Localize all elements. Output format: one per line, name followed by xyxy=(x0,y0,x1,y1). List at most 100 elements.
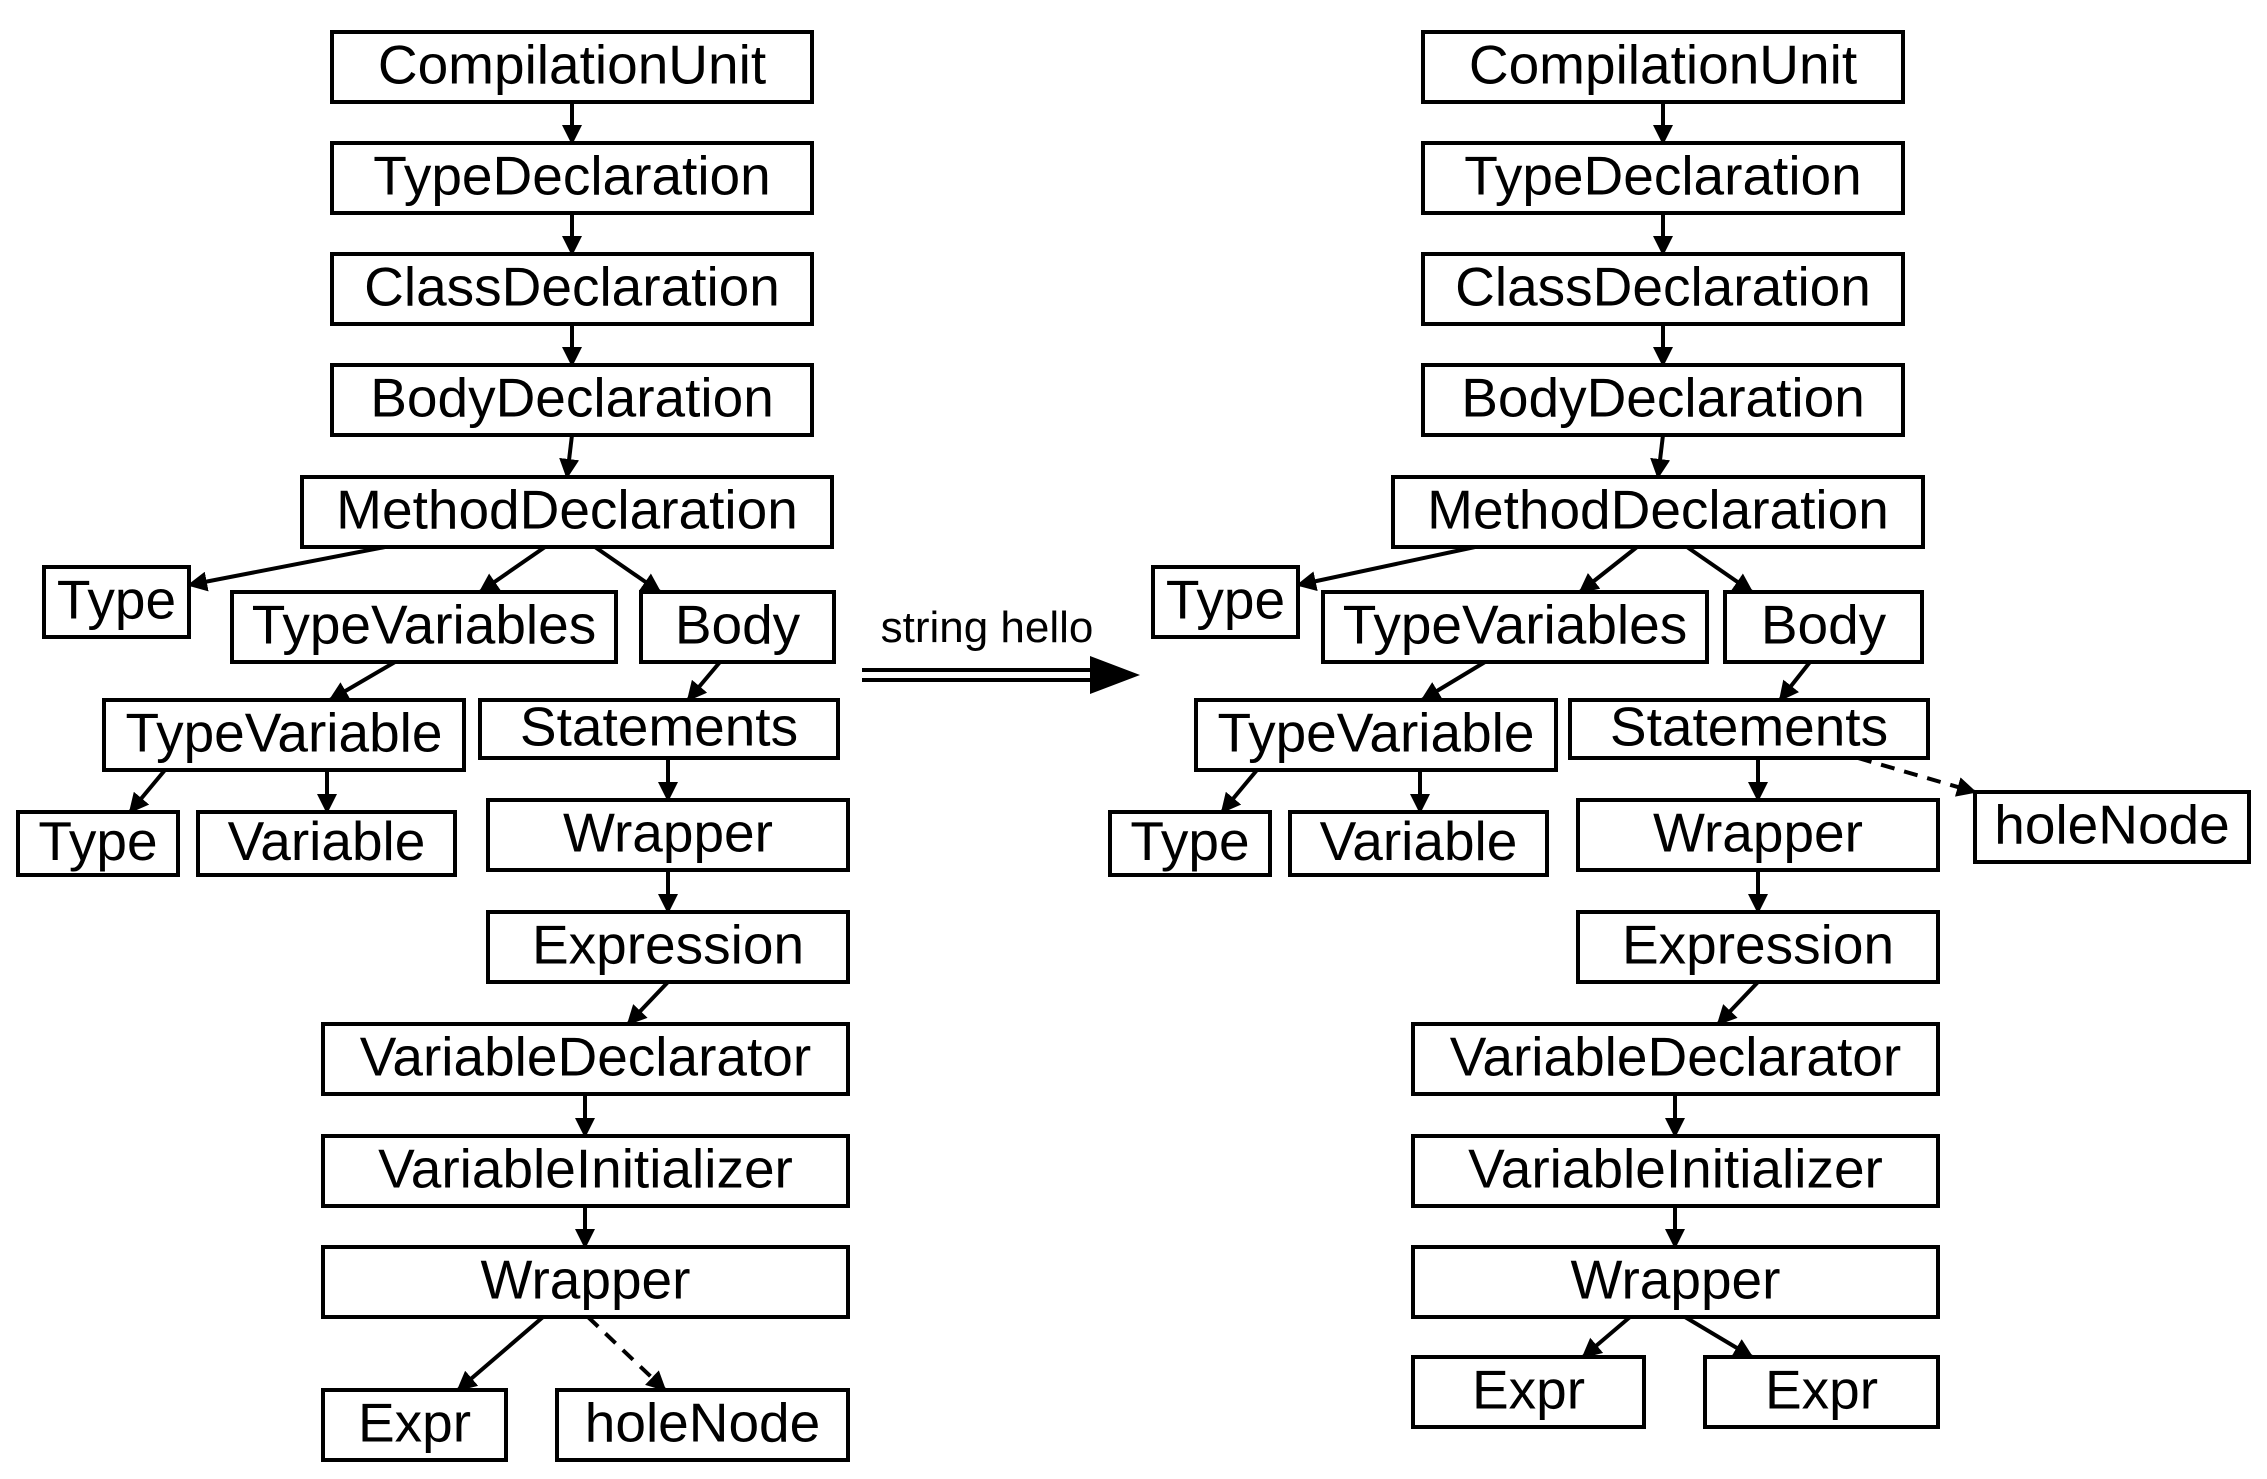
right-node-label-type2: Type xyxy=(1130,810,1249,872)
right-edge-bd-md xyxy=(1650,434,1671,479)
right-node-box-var xyxy=(1288,810,1549,877)
left-node-box-cu xyxy=(330,30,814,104)
right-node-label-md: MethodDeclaration xyxy=(1427,479,1889,541)
right-node-cu: CompilationUnit xyxy=(1421,30,1905,104)
left-edge-bd-md xyxy=(559,434,580,479)
left-node-bd: BodyDeclaration xyxy=(330,363,814,437)
left-syntax-tree: CompilationUnitTypeDeclarationClassDecla… xyxy=(16,30,850,1462)
left-node-box-td xyxy=(330,141,814,215)
left-node-label-hole: holeNode xyxy=(585,1392,820,1454)
right-node-label-e1: Expr xyxy=(1472,1359,1585,1421)
left-node-box-type2 xyxy=(16,810,180,877)
left-node-box-tv xyxy=(102,698,466,772)
right-node-body: Body xyxy=(1723,590,1924,664)
right-node-wrap2: Wrapper xyxy=(1411,1245,1940,1319)
left-node-e1: Expr xyxy=(321,1388,508,1462)
right-node-box-body xyxy=(1723,590,1924,664)
left-node-box-e1 xyxy=(321,1388,508,1462)
left-node-box-type1 xyxy=(42,565,191,639)
left-node-type1: Type xyxy=(42,565,191,639)
right-node-label-stmts: Statements xyxy=(1610,696,1888,758)
right-edge-md-tvs xyxy=(1578,545,1639,594)
left-node-label-vinit: VariableInitializer xyxy=(378,1138,793,1200)
right-node-hole: holeNode xyxy=(1973,790,2251,864)
left-node-wrap1: Wrapper xyxy=(486,798,850,872)
right-node-box-tvs xyxy=(1321,590,1709,664)
right-node-box-wrap2 xyxy=(1411,1245,1940,1319)
right-node-label-tv: TypeVariable xyxy=(1218,702,1535,764)
right-node-box-expr xyxy=(1576,910,1940,984)
right-node-type2: Type xyxy=(1108,810,1272,877)
left-node-stmts: Statements xyxy=(478,696,840,760)
left-edge-md-tvs xyxy=(478,545,547,594)
left-node-label-wrap1: Wrapper xyxy=(563,802,773,864)
right-node-label-cd: ClassDeclaration xyxy=(1455,256,1871,318)
right-node-e2: Expr xyxy=(1703,1355,1940,1429)
right-node-label-tvs: TypeVariables xyxy=(1343,594,1687,656)
right-node-wrap1: Wrapper xyxy=(1576,798,1940,872)
right-node-type1: Type xyxy=(1151,565,1300,639)
transition-arrow-head xyxy=(1090,656,1140,694)
left-node-box-expr xyxy=(486,910,850,984)
right-node-tv: TypeVariable xyxy=(1194,698,1558,772)
right-node-box-type1 xyxy=(1151,565,1300,639)
left-node-vinit: VariableInitializer xyxy=(321,1134,850,1208)
left-node-label-type1: Type xyxy=(57,569,176,631)
right-node-label-type1: Type xyxy=(1166,569,1285,631)
left-node-cu: CompilationUnit xyxy=(330,30,814,104)
right-node-bd: BodyDeclaration xyxy=(1421,363,1905,437)
right-node-td: TypeDeclaration xyxy=(1421,141,1905,215)
right-node-box-stmts xyxy=(1568,698,1930,760)
left-node-hole: holeNode xyxy=(555,1388,850,1462)
left-node-box-stmts xyxy=(478,698,840,760)
left-edge-md-body xyxy=(593,545,662,594)
right-node-md: MethodDeclaration xyxy=(1391,475,1925,549)
left-edge-tv-type2 xyxy=(128,768,167,814)
right-node-label-e2: Expr xyxy=(1765,1359,1878,1421)
left-node-box-vinit xyxy=(321,1134,850,1208)
transition-arrow: string hello xyxy=(862,603,1140,694)
right-node-box-td xyxy=(1421,141,1905,215)
left-node-box-wrap1 xyxy=(486,798,850,872)
left-node-label-vdecl: VariableDeclarator xyxy=(360,1026,811,1088)
right-node-box-vdecl xyxy=(1411,1022,1940,1096)
left-node-label-cu: CompilationUnit xyxy=(378,34,766,96)
right-node-e1: Expr xyxy=(1411,1355,1646,1429)
left-node-box-cd xyxy=(330,252,814,326)
right-node-label-vinit: VariableInitializer xyxy=(1468,1138,1883,1200)
left-node-label-var: Variable xyxy=(228,810,426,872)
right-node-box-bd xyxy=(1421,363,1905,437)
left-node-cd: ClassDeclaration xyxy=(330,252,814,326)
right-node-box-e2 xyxy=(1703,1355,1940,1429)
left-node-label-expr: Expression xyxy=(532,914,804,976)
left-node-tvs: TypeVariables xyxy=(230,590,618,664)
right-node-label-vdecl: VariableDeclarator xyxy=(1450,1026,1901,1088)
right-node-stmts: Statements xyxy=(1568,696,1930,760)
right-node-label-expr: Expression xyxy=(1622,914,1894,976)
right-edge-stmts-hole-dashed xyxy=(1857,756,1977,797)
left-node-wrap2: Wrapper xyxy=(321,1245,850,1319)
right-edge-wrap2-e2 xyxy=(1683,1315,1754,1359)
left-edge-wrap2-hole-dashed xyxy=(586,1315,667,1392)
right-edge-body-stmts xyxy=(1778,660,1812,702)
left-node-label-wrap2: Wrapper xyxy=(481,1249,691,1311)
right-edge-expr-vdecl xyxy=(1716,980,1760,1026)
left-node-box-vdecl xyxy=(321,1022,850,1096)
left-node-label-cd: ClassDeclaration xyxy=(364,256,780,318)
right-syntax-tree: CompilationUnitTypeDeclarationClassDecla… xyxy=(1108,30,2251,1429)
left-node-label-body: Body xyxy=(675,594,801,656)
left-node-label-tv: TypeVariable xyxy=(126,702,443,764)
transition-label: string hello xyxy=(881,603,1094,652)
right-node-label-bd: BodyDeclaration xyxy=(1461,367,1865,429)
left-node-td: TypeDeclaration xyxy=(330,141,814,215)
right-edge-tv-type2 xyxy=(1220,768,1259,814)
left-node-type2: Type xyxy=(16,810,180,877)
left-node-var: Variable xyxy=(196,810,457,877)
left-node-box-md xyxy=(300,475,834,549)
left-node-label-e1: Expr xyxy=(358,1392,471,1454)
left-node-vdecl: VariableDeclarator xyxy=(321,1022,850,1096)
right-node-box-wrap1 xyxy=(1576,798,1940,872)
left-node-box-var xyxy=(196,810,457,877)
right-node-label-wrap1: Wrapper xyxy=(1653,802,1863,864)
left-node-body: Body xyxy=(639,590,836,664)
